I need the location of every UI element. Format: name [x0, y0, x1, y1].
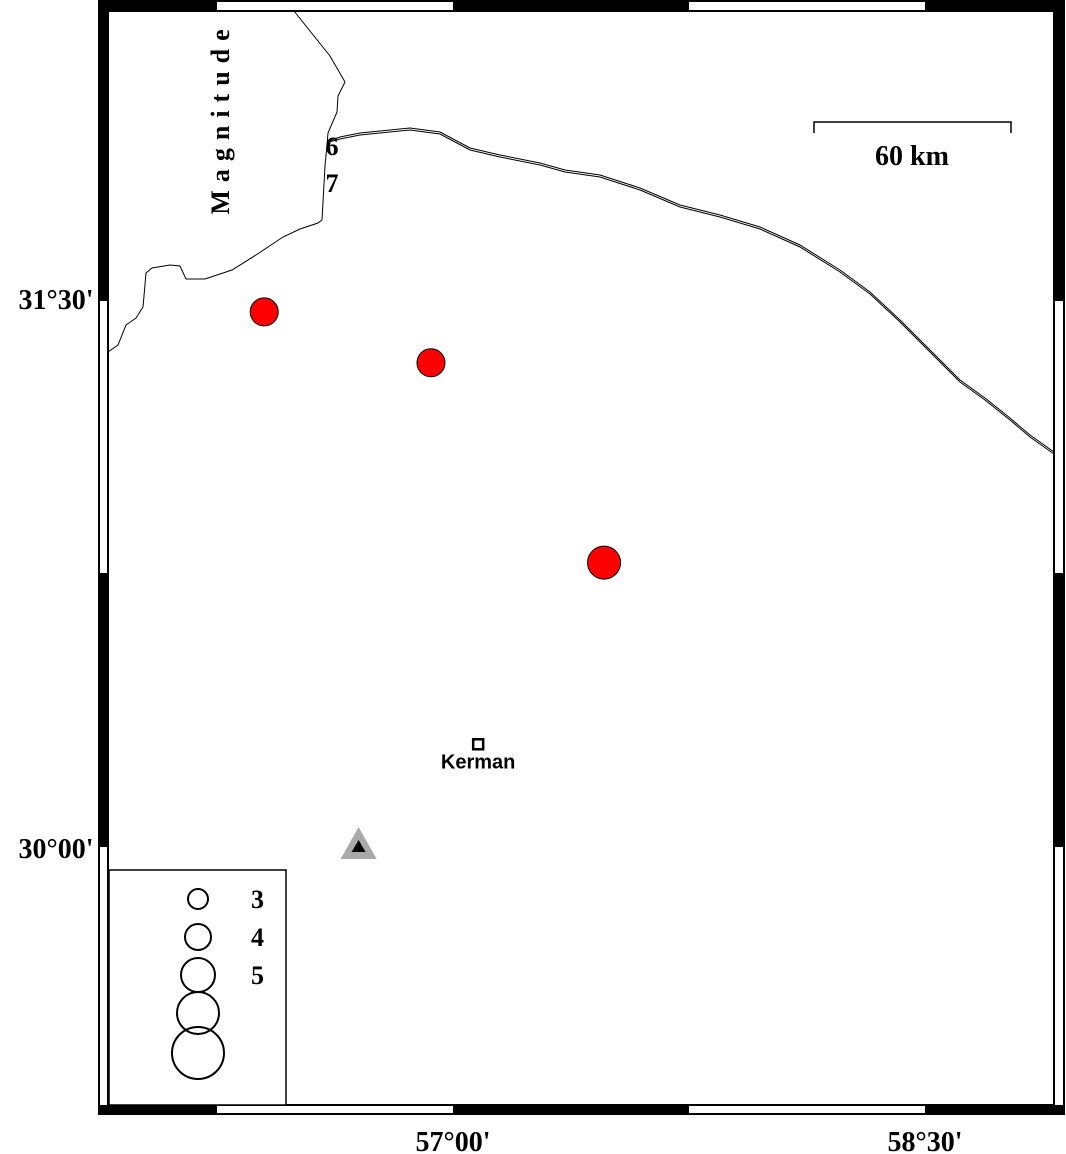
legend-title: Magnitude	[206, 21, 235, 214]
city-square-icon	[471, 738, 485, 751]
lat-label-north: 31°30'	[19, 285, 94, 316]
legend-title-digit-6: 6	[326, 132, 339, 161]
lon-label-west: 57°00'	[416, 1127, 491, 1154]
boundary-lines	[107, 10, 1055, 455]
frame-ticks	[99, 1, 1064, 1115]
legend-circle-4	[176, 991, 220, 1035]
legend-box: 3 4 5	[108, 869, 287, 1106]
earthquake-event-2	[416, 348, 446, 378]
boundary-line-west	[107, 10, 346, 353]
boundary-line-north	[328, 127, 1055, 453]
city-label: Kerman	[441, 751, 515, 773]
legend-circle-5	[171, 1026, 225, 1080]
scale-bar-line	[813, 121, 1012, 133]
legend-label-1: 3	[251, 885, 264, 914]
station-triangle-icon	[340, 827, 377, 859]
city-kerman: Kerman	[441, 738, 515, 773]
scale-bar: 60 km	[813, 121, 1012, 172]
station-triangle-inner	[351, 840, 366, 852]
legend-label-2: 4	[251, 923, 264, 952]
legend-title-digit-7: 7	[326, 169, 339, 198]
lat-label-south: 30°00'	[19, 834, 94, 865]
scale-bar-label: 60 km	[875, 141, 949, 172]
legend-label-3: 5	[251, 961, 264, 990]
lon-label-east: 58°30'	[888, 1127, 963, 1154]
earthquake-event-1	[249, 297, 279, 327]
earthquake-events	[249, 297, 622, 580]
boundary-line-north-b	[328, 129, 1055, 455]
legend-circle-1	[187, 888, 209, 910]
earthquake-event-3	[587, 545, 622, 580]
legend-circle-2	[184, 923, 212, 951]
